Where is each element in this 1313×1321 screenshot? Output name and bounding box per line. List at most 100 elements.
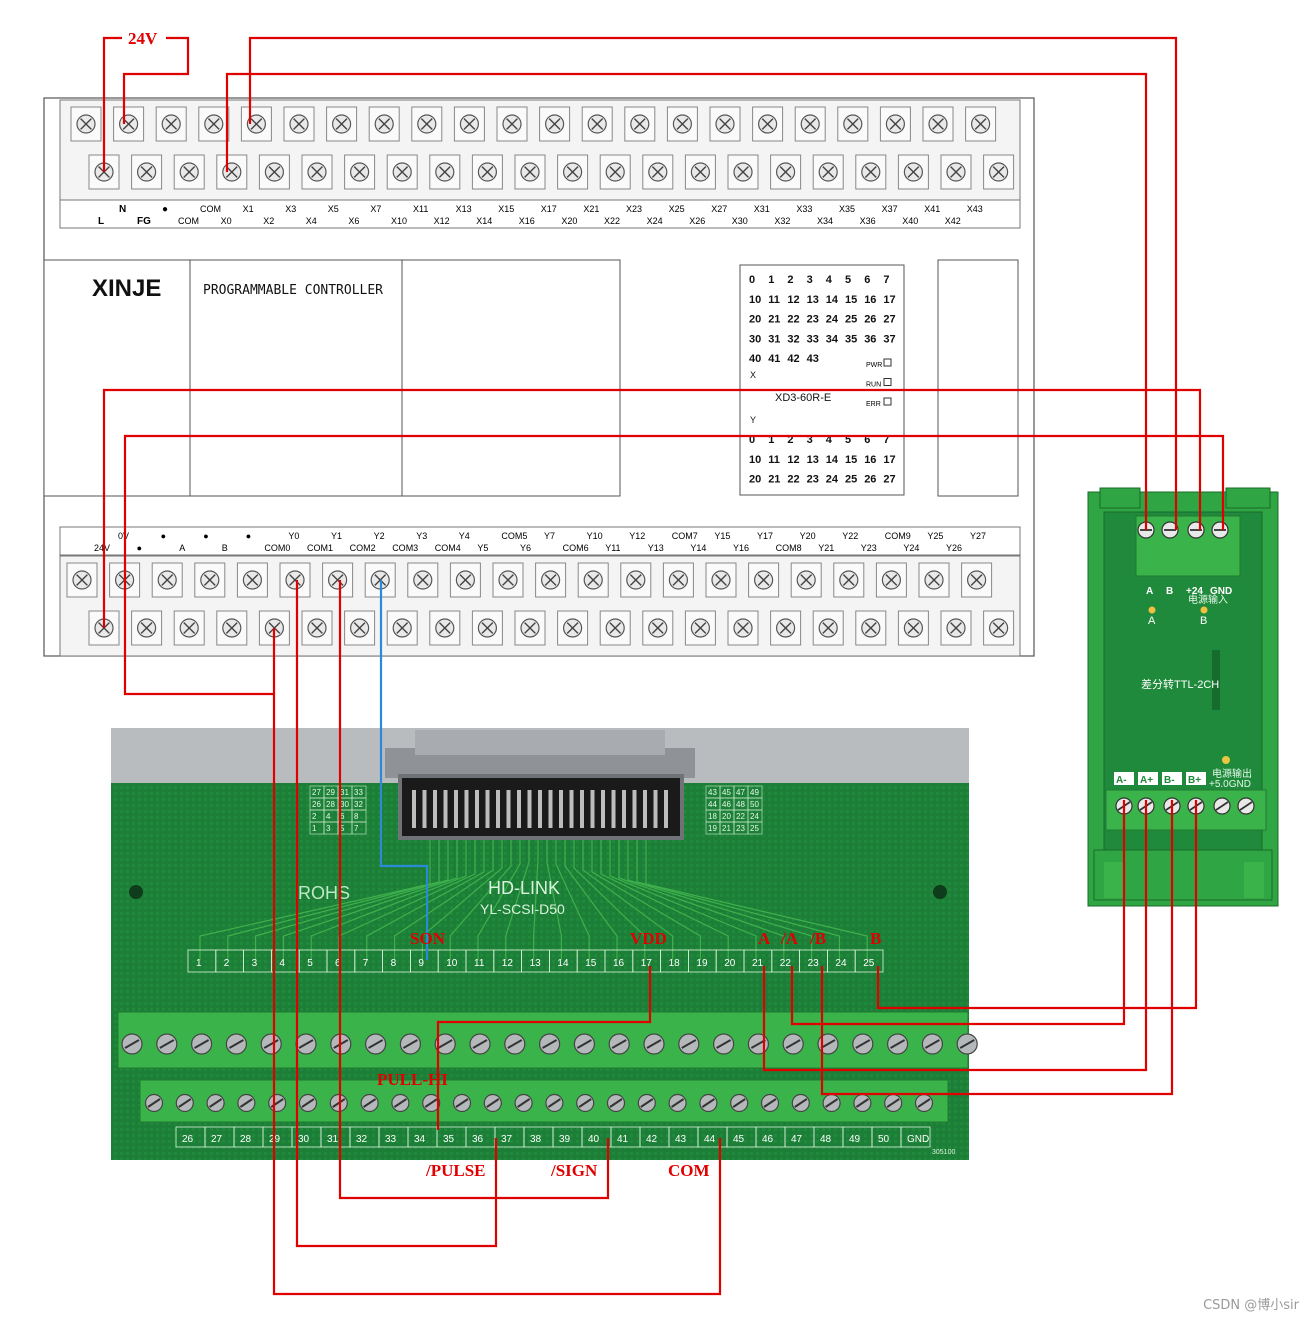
pcb-trace: [636, 840, 841, 960]
plc-label: X10: [391, 216, 407, 226]
breakout-pin-number: 1: [196, 958, 202, 969]
converter-screw: [1237, 797, 1255, 815]
plc-label: ●: [137, 543, 142, 553]
plc-terminal-screw: [940, 154, 972, 190]
plc-label: Y22: [842, 531, 858, 541]
breakout-pin-number: 30: [298, 1134, 310, 1145]
status-number: 34: [826, 333, 839, 345]
pcb-trace: [532, 840, 539, 960]
plc-label: X13: [456, 204, 472, 214]
breakout-screw: [921, 1033, 944, 1055]
led-label: ERR: [866, 401, 881, 408]
status-number: 2: [787, 434, 793, 446]
status-number: 14: [826, 454, 839, 466]
connector-pin: [464, 790, 469, 828]
breakout-screw: [391, 1093, 410, 1113]
breakout-pin-number: 9: [418, 958, 424, 969]
breakout-pin-number: 3: [252, 958, 258, 969]
connector-pin: [653, 790, 658, 828]
pin-map-number: 26: [312, 800, 321, 809]
status-number: 40: [749, 353, 761, 365]
plc-label: ●: [161, 531, 166, 541]
breakout-pin-number: 44: [704, 1134, 716, 1145]
status-number: 3: [807, 434, 813, 446]
breakout-screw: [637, 1093, 656, 1113]
breakout-pin-number: 17: [641, 958, 653, 969]
plc-terminal-screw: [922, 106, 954, 142]
plc-label: X34: [817, 216, 833, 226]
breakout-pin-number: 34: [414, 1134, 426, 1145]
plc-label: ●: [246, 531, 251, 541]
breakout-screw: [514, 1093, 533, 1113]
pcb-trace: [564, 840, 618, 960]
converter-input-sub: 电源输入: [1188, 593, 1228, 606]
breakout-screw: [538, 1033, 561, 1055]
led-indicator: [883, 358, 892, 367]
breakout-pin-number: 33: [385, 1134, 397, 1145]
plc-label: X33: [796, 204, 812, 214]
converter-screw: [1187, 521, 1205, 539]
status-number: 7: [883, 274, 889, 286]
connector-pin: [643, 790, 647, 828]
label-vdd: VDD: [630, 929, 667, 948]
plc-terminal-screw: [983, 610, 1015, 646]
breakout-pin-cell: [854, 949, 884, 973]
converter-output-sub-2: +5.0GND: [1209, 779, 1251, 790]
converter-label: B+: [1188, 775, 1201, 786]
breakout-screw: [452, 1093, 472, 1113]
breakout-screw: [156, 1033, 178, 1055]
breakout-screw: [422, 1093, 441, 1113]
connector-pin: [454, 790, 458, 828]
pin-map-number: 23: [736, 824, 745, 833]
breakout-pin-number: 47: [791, 1134, 803, 1145]
plc-bottom-terminals: [66, 562, 1015, 646]
plc-terminal-screw: [240, 106, 272, 142]
converter-led: [1200, 606, 1208, 614]
breakout-pin-number: 14: [557, 958, 569, 969]
breakout-screw: [853, 1093, 872, 1113]
pin-map-number: 27: [312, 788, 321, 797]
breakout-pin-number: 4: [279, 958, 285, 969]
status-number: 4: [826, 434, 833, 446]
converter-label: B-: [1164, 775, 1175, 786]
plc-terminal-screw: [812, 610, 844, 646]
signal-labels: 24V SON VDD A /A /B B PULL-HI /PULSE /SI…: [128, 29, 881, 1180]
converter-label: B: [1166, 586, 1173, 597]
plc-label: N: [119, 204, 126, 215]
plc-terminal-screw: [216, 154, 248, 190]
status-number: 25: [845, 474, 857, 486]
status-number: 0: [749, 274, 755, 286]
plc-terminal-screw: [471, 154, 503, 190]
connector-pin: [538, 790, 542, 828]
converter-led-label: B: [1200, 615, 1207, 627]
breakout-pin-number: 37: [501, 1134, 513, 1145]
pcb-trace: [366, 840, 485, 960]
connector-pin: [548, 790, 553, 828]
plc-terminal-screw: [879, 106, 911, 142]
plc-label: ●: [203, 531, 208, 541]
label-sign: /SIGN: [550, 1161, 598, 1180]
breakout-screw: [191, 1033, 213, 1055]
converter-label-box: [1114, 772, 1134, 785]
breakout-pin-number: 7: [363, 958, 369, 969]
plc-label: Y24: [903, 543, 919, 553]
plc-terminal-screw: [471, 610, 503, 646]
plc-terminal-screw: [599, 610, 631, 646]
breakout-pin-number: 16: [613, 958, 625, 969]
status-number: 5: [845, 274, 851, 286]
plc-terminal-screw: [386, 154, 418, 190]
breakout-pin-number: 13: [530, 958, 542, 969]
wire-0v-com: [123, 580, 274, 696]
wire-y2-son: [379, 580, 429, 960]
breakout-screw: [699, 1093, 718, 1113]
plc-terminal-screw: [705, 562, 737, 598]
plc-terminal-screw: [326, 106, 358, 142]
plc-label: X31: [754, 204, 770, 214]
plc-label: Y6: [520, 543, 531, 553]
pin-map-number: 50: [750, 800, 759, 809]
